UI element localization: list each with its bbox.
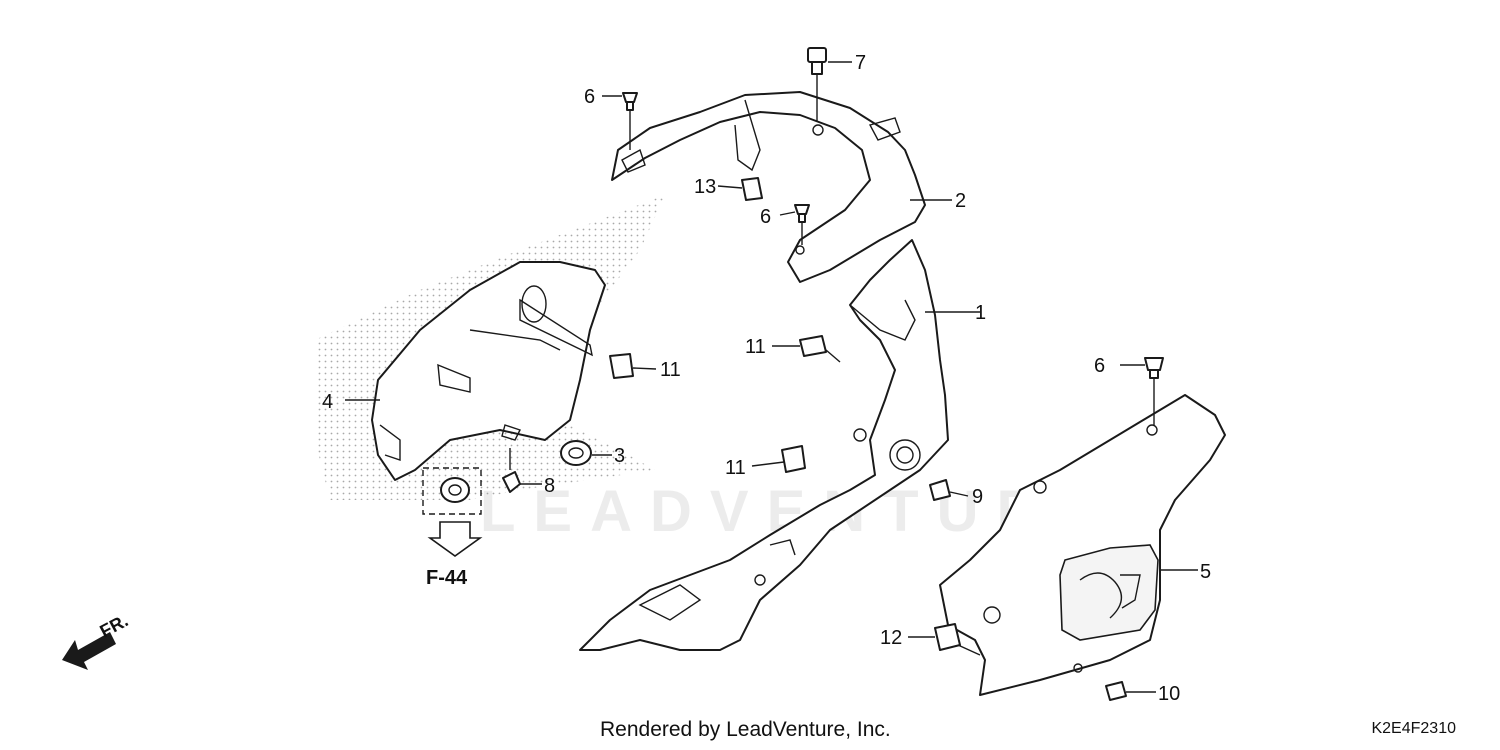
callout-3[interactable]: 3: [614, 445, 625, 467]
callout-7[interactable]: 7: [855, 52, 866, 74]
callout-11-b[interactable]: 11: [745, 336, 766, 358]
front-arrow-icon: [62, 632, 116, 670]
bolt-part-10[interactable]: [1105, 681, 1127, 701]
part-2-upper-cover[interactable]: [611, 91, 926, 283]
part-4-side-cover[interactable]: [371, 261, 606, 481]
clip-part-6-right[interactable]: [1144, 357, 1164, 379]
clip-part-11-a[interactable]: [609, 353, 634, 379]
clip-part-6-center[interactable]: [794, 204, 810, 223]
grommet-ref-f44[interactable]: [440, 477, 470, 503]
bolt-part-7[interactable]: [807, 47, 827, 75]
down-arrow-icon: [427, 521, 483, 557]
callout-2[interactable]: 2: [955, 190, 966, 212]
callout-9[interactable]: 9: [972, 486, 983, 508]
part-1-main-cover[interactable]: [579, 239, 949, 651]
screw-part-8[interactable]: [502, 448, 521, 493]
callout-1[interactable]: 1: [975, 302, 986, 324]
clip-part-6-top-left[interactable]: [622, 92, 638, 111]
clip-part-12[interactable]: [934, 623, 961, 651]
callout-6-center[interactable]: 6: [760, 206, 771, 228]
callout-6-top-left[interactable]: 6: [584, 86, 595, 108]
callout-10[interactable]: 10: [1158, 683, 1180, 705]
clip-part-11-c[interactable]: [781, 445, 806, 473]
callout-4[interactable]: 4: [322, 391, 333, 413]
ref-label-f44[interactable]: F-44: [426, 567, 468, 589]
credit-text: Rendered by LeadVenture, Inc.: [600, 718, 891, 741]
clip-part-11-b[interactable]: [799, 335, 827, 357]
ref-box: [422, 467, 482, 515]
leader-lines: [345, 61, 1198, 693]
nut-part-13[interactable]: [741, 177, 763, 201]
diagram-code: K2E4F2310: [1371, 720, 1456, 737]
callout-11-a[interactable]: 11: [660, 359, 681, 381]
grommet-part-3[interactable]: [560, 440, 592, 466]
callout-8[interactable]: 8: [544, 475, 555, 497]
callout-12[interactable]: 12: [880, 627, 902, 649]
callout-5[interactable]: 5: [1200, 561, 1211, 583]
callout-13[interactable]: 13: [694, 176, 716, 198]
bolt-part-9[interactable]: [929, 479, 951, 501]
callout-6-right[interactable]: 6: [1094, 355, 1105, 377]
part-5-side-plate[interactable]: [939, 394, 1226, 696]
callout-11-c[interactable]: 11: [725, 457, 746, 479]
